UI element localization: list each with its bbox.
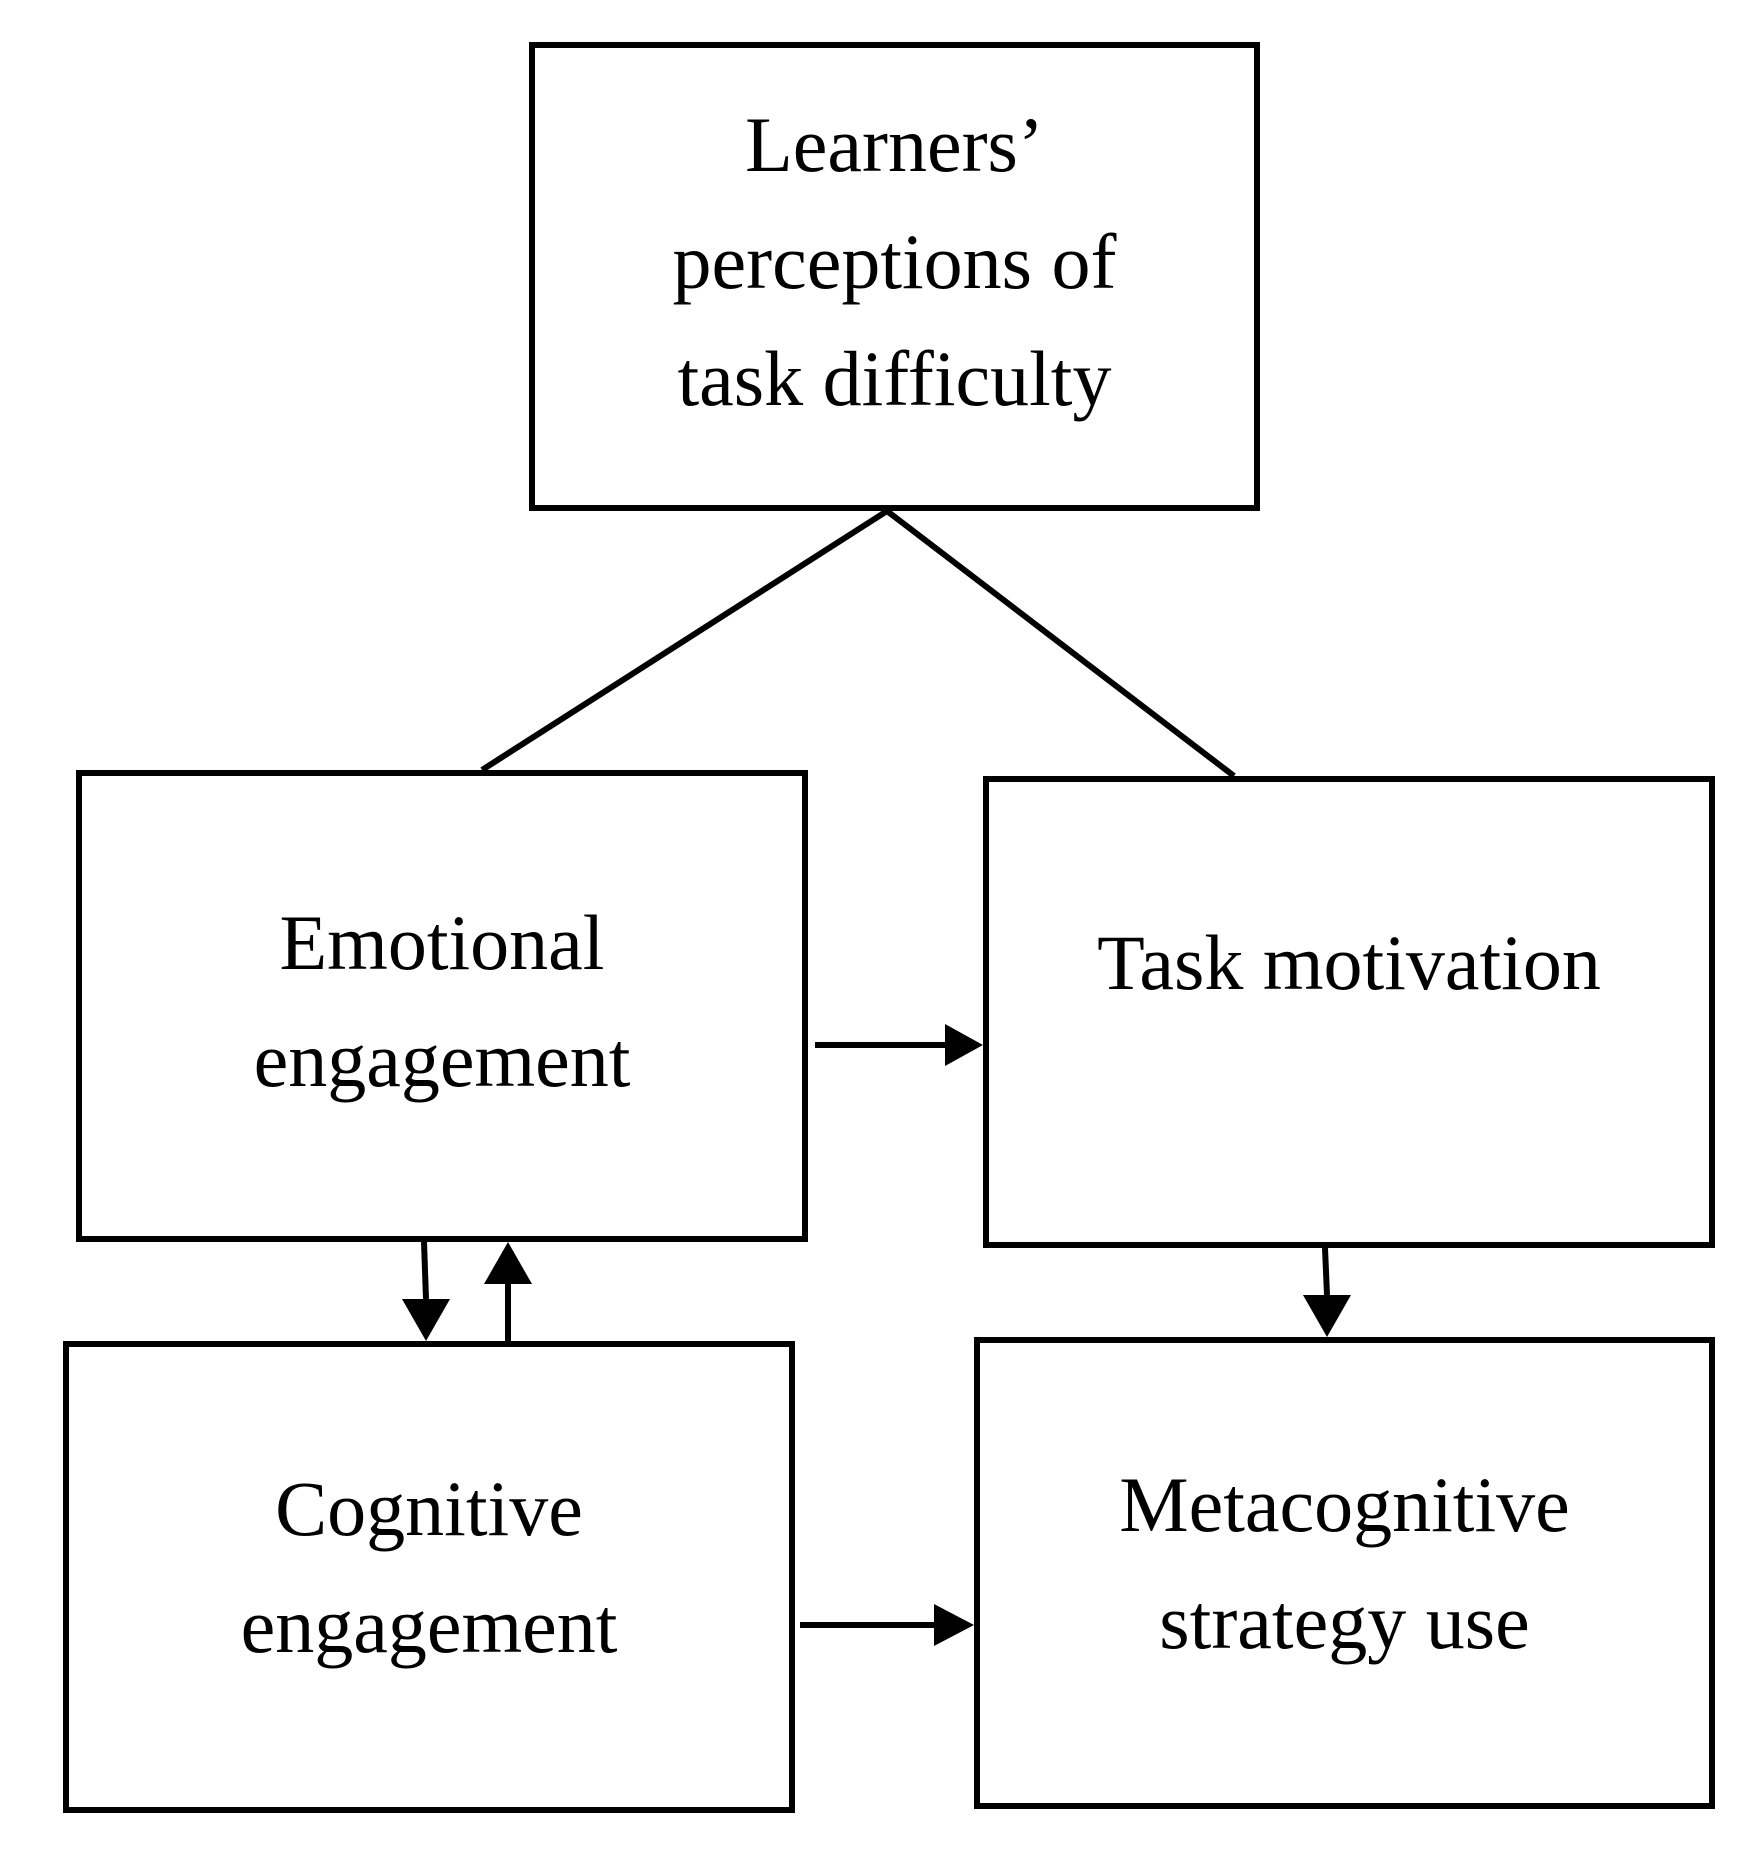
node-label-line: Learners’ bbox=[745, 101, 1044, 188]
node-label-line: engagement bbox=[240, 1582, 618, 1669]
node-label-line: Task motivation bbox=[1097, 918, 1601, 1006]
node-learners-perceptions: Learners’ perceptions of task difficulty bbox=[529, 42, 1260, 511]
node-label-line: Cognitive bbox=[275, 1465, 583, 1552]
arrowhead-emotional-to-cognitive bbox=[402, 1299, 450, 1341]
node-label-line: engagement bbox=[253, 1016, 631, 1103]
node-text: Task motivation bbox=[1097, 904, 1601, 1021]
arrowhead-task-to-meta bbox=[1303, 1295, 1351, 1337]
node-cognitive-engagement: Cognitive engagement bbox=[63, 1341, 795, 1813]
edge-emotional-to-cognitive bbox=[421, 1241, 429, 1300]
node-label-line: perceptions of bbox=[672, 218, 1117, 305]
node-text: Learners’ perceptions of task difficulty bbox=[672, 86, 1116, 437]
edge-top-to-task bbox=[885, 508, 1236, 779]
node-text: Cognitive engagement bbox=[241, 1450, 618, 1684]
node-metacognitive-strategy-use: Metacognitive strategy use bbox=[974, 1337, 1715, 1809]
node-label-line: task difficulty bbox=[677, 335, 1112, 422]
node-label-line: strategy use bbox=[1159, 1578, 1530, 1665]
node-label-line: Metacognitive bbox=[1119, 1461, 1570, 1548]
edge-task-to-meta bbox=[1322, 1247, 1330, 1296]
node-label-line: Emotional bbox=[279, 899, 605, 986]
arrowhead-cognitive-to-emotional bbox=[484, 1242, 532, 1284]
node-text: Metacognitive strategy use bbox=[1119, 1446, 1570, 1680]
edge-top-to-emotional bbox=[480, 508, 889, 773]
arrowhead-emotional-to-task bbox=[945, 1024, 983, 1066]
node-emotional-engagement: Emotional engagement bbox=[76, 770, 808, 1242]
node-task-motivation: Task motivation bbox=[983, 776, 1715, 1248]
arrowhead-cognitive-to-meta bbox=[934, 1604, 974, 1646]
node-text: Emotional engagement bbox=[254, 884, 631, 1118]
